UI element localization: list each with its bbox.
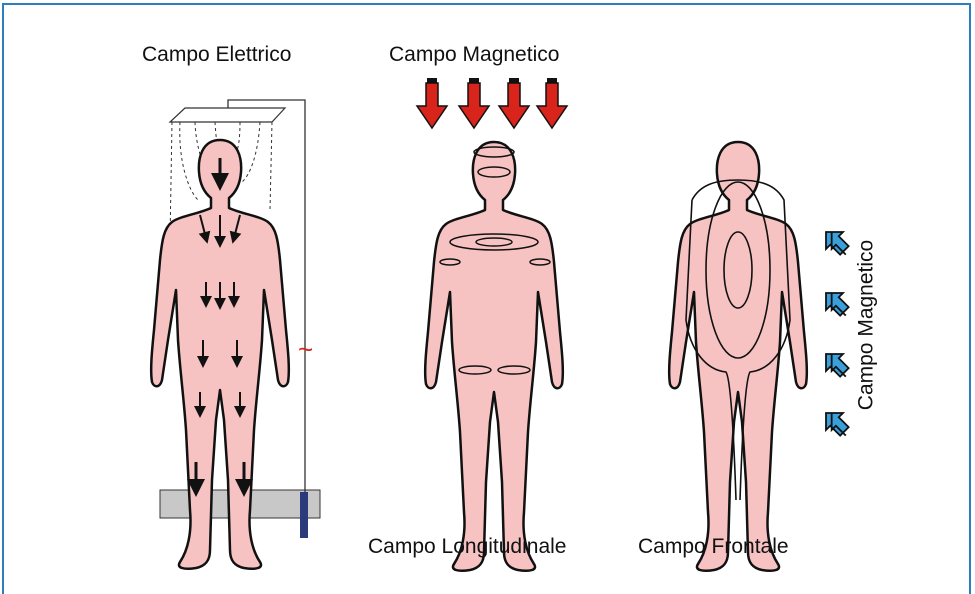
frontal-field-figure xyxy=(669,142,853,571)
electrode-plate xyxy=(170,108,285,122)
magnetic-field-side-label: Campo Magnetico xyxy=(856,240,877,410)
frontal-field-label: Campo Frontale xyxy=(638,536,789,557)
red-arrow-1 xyxy=(417,78,447,128)
red-arrow-3 xyxy=(499,78,529,128)
blue-arrow-3 xyxy=(818,346,853,381)
longitudinal-field-figure xyxy=(417,78,567,571)
ac-symbol: ~ xyxy=(298,334,313,364)
electrode-rod xyxy=(300,492,308,538)
electric-field-label: Campo Elettrico xyxy=(142,44,291,65)
electric-field-figure xyxy=(151,100,320,569)
blue-arrow-4 xyxy=(818,405,853,440)
magnetic-field-top-label: Campo Magnetico xyxy=(389,44,559,65)
blue-arrow-2 xyxy=(818,285,853,320)
red-arrow-2 xyxy=(459,78,489,128)
red-arrow-4 xyxy=(537,78,567,128)
blue-arrow-1 xyxy=(818,224,853,259)
longitudinal-field-label: Campo Longitudinale xyxy=(368,536,566,557)
